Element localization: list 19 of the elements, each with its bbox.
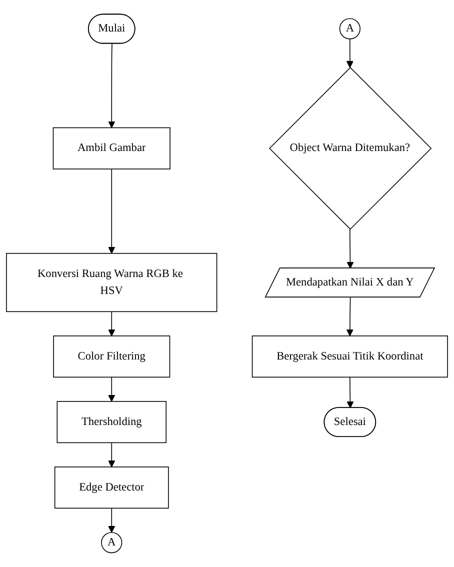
node-diamond: Object Warna Ditemukan? — [268, 67, 432, 230]
node-box: Edge Detector — [54, 466, 169, 509]
arrow — [108, 442, 116, 468]
arrow — [346, 38, 354, 68]
node-circle: A — [339, 18, 360, 40]
node-box: Thersholding — [56, 401, 166, 444]
arrow — [346, 228, 354, 269]
node-box: Color Filtering — [53, 336, 170, 378]
arrow — [108, 43, 116, 128]
arrow — [108, 508, 116, 533]
arrow — [108, 168, 116, 254]
node-box: Konversi Ruang Warna RGB ke HSV — [6, 252, 218, 312]
node-box: Bergerak Sesuai Titik Koordinat — [252, 336, 448, 378]
arrow — [346, 297, 354, 336]
arrow — [108, 311, 116, 336]
arrow — [346, 376, 354, 408]
arrow — [108, 376, 116, 402]
node-circle: A — [101, 532, 122, 554]
node-box: Ambil Gambar — [52, 127, 170, 170]
